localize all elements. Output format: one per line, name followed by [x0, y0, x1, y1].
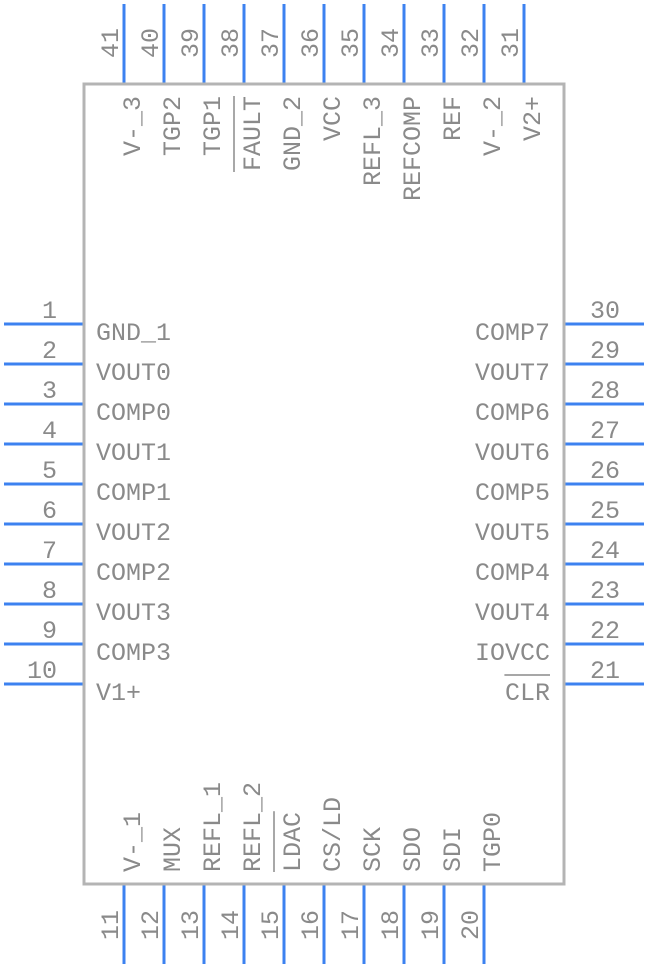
- pin-number-29: 29: [590, 337, 620, 366]
- pin-name-iovcc: IOVCC: [475, 639, 550, 668]
- pin-name-vout5: VOUT5: [475, 519, 550, 548]
- pin-number-16: 16: [297, 910, 326, 940]
- pin-number-8: 8: [42, 577, 57, 606]
- pin-name-v-1: V-_1: [119, 812, 148, 872]
- pin-number-21: 21: [590, 657, 620, 686]
- pin-number-36: 36: [297, 28, 326, 58]
- pin-number-23: 23: [590, 577, 620, 606]
- pin-number-24: 24: [590, 537, 620, 566]
- pin-number-14: 14: [217, 910, 246, 940]
- pin-name-vout2: VOUT2: [96, 519, 171, 548]
- pin-number-20: 20: [457, 910, 486, 940]
- pin-name-vcc: VCC: [319, 96, 348, 141]
- pin-name-comp1: COMP1: [96, 479, 171, 508]
- pin-number-19: 19: [417, 910, 446, 940]
- pin-number-33: 33: [417, 28, 446, 58]
- pin-number-12: 12: [137, 910, 166, 940]
- pin-name-mux: MUX: [159, 827, 188, 872]
- pin-number-6: 6: [42, 497, 57, 526]
- pin-name-ldac: LDAC: [279, 812, 308, 872]
- pin-name-v2: V2+: [519, 96, 548, 141]
- pin-number-27: 27: [590, 417, 620, 446]
- pin-name-vout6: VOUT6: [475, 439, 550, 468]
- pin-name-fault: FAULT: [239, 96, 268, 171]
- pin-name-clr: CLR: [505, 679, 550, 708]
- pin-number-41: 41: [97, 28, 126, 58]
- pin-number-37: 37: [257, 28, 286, 58]
- pin-number-11: 11: [97, 910, 126, 940]
- pin-lines: [4, 4, 644, 964]
- pin-number-7: 7: [42, 537, 57, 566]
- pin-number-17: 17: [337, 910, 366, 940]
- pin-name-tgp2: TGP2: [159, 96, 188, 156]
- pin-number-28: 28: [590, 377, 620, 406]
- pin-name-comp3: COMP3: [96, 639, 171, 668]
- pin-name-sck: SCK: [359, 827, 388, 872]
- pin-name-vout4: VOUT4: [475, 599, 550, 628]
- pin-name-refl-3: REFL_3: [359, 96, 388, 186]
- pin-name-comp6: COMP6: [475, 399, 550, 428]
- pin-number-15: 15: [257, 910, 286, 940]
- pin-number-2: 2: [42, 337, 57, 366]
- pin-name-v1: V1+: [96, 679, 141, 708]
- pin-name-refl-2: REFL_2: [239, 782, 268, 872]
- pin-name-sdi: SDI: [439, 827, 468, 872]
- pin-number-31: 31: [497, 28, 526, 58]
- pin-name-tgp0: TGP0: [479, 812, 508, 872]
- pin-name-vout7: VOUT7: [475, 359, 550, 388]
- pin-number-5: 5: [42, 457, 57, 486]
- pin-name-vout0: VOUT0: [96, 359, 171, 388]
- pin-number-13: 13: [177, 910, 206, 940]
- pin-number-40: 40: [137, 28, 166, 58]
- pin-name-comp5: COMP5: [475, 479, 550, 508]
- component-body: [82, 82, 566, 886]
- pin-name-cs-ld: CS/LD: [319, 797, 348, 872]
- pin-number-18: 18: [377, 910, 406, 940]
- pin-number-35: 35: [337, 28, 366, 58]
- pin-name-gnd-1: GND_1: [96, 319, 171, 348]
- pin-number-25: 25: [590, 497, 620, 526]
- pin-number-30: 30: [590, 297, 620, 326]
- pin-name-sdo: SDO: [399, 827, 428, 872]
- pin-number-10: 10: [27, 657, 57, 686]
- pin-name-gnd-2: GND_2: [279, 96, 308, 171]
- pin-number-38: 38: [217, 28, 246, 58]
- pin-name-comp0: COMP0: [96, 399, 171, 428]
- pin-number-26: 26: [590, 457, 620, 486]
- pin-name-tgp1: TGP1: [199, 96, 228, 156]
- pin-name-v-2: V-_2: [479, 96, 508, 156]
- pin-number-34: 34: [377, 28, 406, 58]
- pin-number-1: 1: [42, 297, 57, 326]
- pin-name-vout1: VOUT1: [96, 439, 171, 468]
- pin-number-22: 22: [590, 617, 620, 646]
- pin-name-comp4: COMP4: [475, 559, 550, 588]
- pin-name-v-3: V-_3: [119, 96, 148, 156]
- pin-name-comp7: COMP7: [475, 319, 550, 348]
- pin-number-32: 32: [457, 28, 486, 58]
- pin-name-refl-1: REFL_1: [199, 782, 228, 872]
- pin-name-ref: REF: [439, 96, 468, 141]
- pin-number-4: 4: [42, 417, 57, 446]
- pin-number-39: 39: [177, 28, 206, 58]
- pin-name-vout3: VOUT3: [96, 599, 171, 628]
- pin-name-comp2: COMP2: [96, 559, 171, 588]
- pin-number-3: 3: [42, 377, 57, 406]
- pin-number-9: 9: [42, 617, 57, 646]
- pin-labels: 1GND_12VOUT03COMP04VOUT15COMP16VOUT27COM…: [27, 28, 620, 940]
- pin-name-refcomp: REFCOMP: [399, 96, 428, 201]
